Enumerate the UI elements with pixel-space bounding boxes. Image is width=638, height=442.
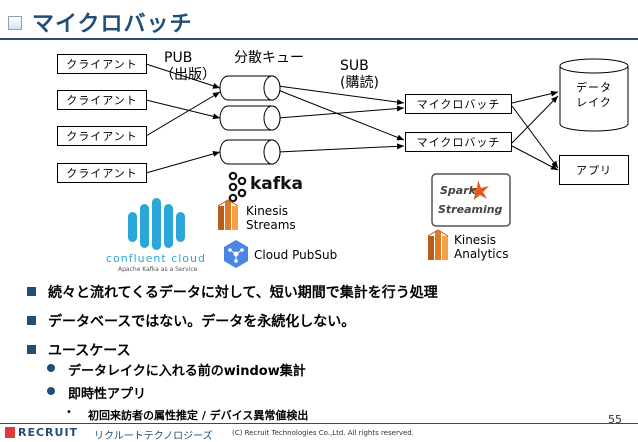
kinesis-analytics-label: Kinesis Analytics <box>454 233 509 261</box>
datalake-label: データ レイク <box>560 80 628 110</box>
bullet-dot-icon <box>47 387 55 395</box>
bullet-2: データベースではない。データを永続化しない。 <box>48 314 356 330</box>
confluent-word: confluent <box>106 252 167 265</box>
confluent-label: confluent cloud <box>106 252 206 265</box>
sub-bullet-1: データレイクに入れる前のwindow集計 <box>68 364 306 379</box>
queue-cylinder-2 <box>219 105 281 131</box>
bullet-square-icon <box>27 316 36 325</box>
footer-line <box>0 423 638 424</box>
queue-cylinder-1 <box>219 75 281 101</box>
queue-label: 分散キュー <box>234 50 304 66</box>
footer-company: リクルートテクノロジーズ <box>94 431 213 442</box>
sub-label: SUB (購読) <box>340 58 379 92</box>
datalake-label-line1: データ <box>576 81 612 94</box>
confluent-sublabel: Apache Kafka as a Service <box>118 266 198 273</box>
kinesis-analytics-line1: Kinesis <box>454 233 497 247</box>
bullet-square-icon <box>27 287 36 296</box>
app-box: アプリ <box>559 155 629 185</box>
bullet-square-icon <box>27 345 36 354</box>
client-box-3: クライアント <box>57 126 147 146</box>
microbatch-box-2: マイクロバッチ <box>405 132 512 152</box>
client-box-2: クライアント <box>57 90 147 110</box>
pub-label-line1: PUB <box>164 50 193 66</box>
sub-label-line2: (購読) <box>340 75 379 91</box>
kafka-label: kafka <box>250 174 303 194</box>
sub-bullet-2: 即時性アプリ <box>68 387 147 402</box>
streaming-label: Streaming <box>438 203 503 216</box>
cloud-pubsub-icon <box>224 240 248 268</box>
title-square-icon <box>8 16 22 30</box>
datalake-label-line2: レイク <box>576 96 612 109</box>
title-underline <box>0 38 638 40</box>
page-number: 55 <box>608 413 622 426</box>
kinesis-streams-line1: Kinesis <box>246 204 289 218</box>
bullet-small-dot-icon: • <box>66 407 72 418</box>
kinesis-analytics-icon <box>427 229 449 260</box>
bullet-1: 続々と流れてくるデータに対して、短い期間で集計を行う処理 <box>48 285 438 301</box>
bullet-dot-icon <box>47 364 55 372</box>
recruit-logo-icon <box>5 427 15 438</box>
spark-streaming-logo-icon <box>431 173 511 227</box>
cloud-pubsub-label: Cloud PubSub <box>254 248 338 262</box>
client-box-1: クライアント <box>57 54 147 74</box>
client-box-4: クライアント <box>57 163 147 183</box>
microbatch-box-1: マイクロバッチ <box>405 94 512 114</box>
kinesis-analytics-line2: Analytics <box>454 247 509 261</box>
sub-label-line1: SUB <box>340 58 369 74</box>
kinesis-streams-icon <box>217 199 239 230</box>
copyright: (C) Recruit Technologies Co.,Ltd. All ri… <box>232 429 414 437</box>
kinesis-streams-label: Kinesis Streams <box>246 204 296 232</box>
cloud-word: cloud <box>171 252 206 265</box>
queue-cylinder-3 <box>219 139 281 165</box>
bullet-3: ユースケース <box>48 343 131 359</box>
datalake-cylinder <box>559 58 629 132</box>
kinesis-streams-line2: Streams <box>246 218 296 232</box>
pub-label-line2: （出版） <box>160 67 216 83</box>
page-title: マイクロバッチ <box>32 12 193 37</box>
confluent-logo-icon <box>128 198 185 250</box>
pub-label: PUB （出版） <box>160 50 216 84</box>
footer-logo: RECRUIT <box>18 426 79 439</box>
sub-sub-bullet: 初回来訪者の属性推定 / デバイス異常値検出 <box>88 409 309 422</box>
spark-label: Spark <box>440 184 476 197</box>
kafka-logo-icon <box>228 171 247 203</box>
